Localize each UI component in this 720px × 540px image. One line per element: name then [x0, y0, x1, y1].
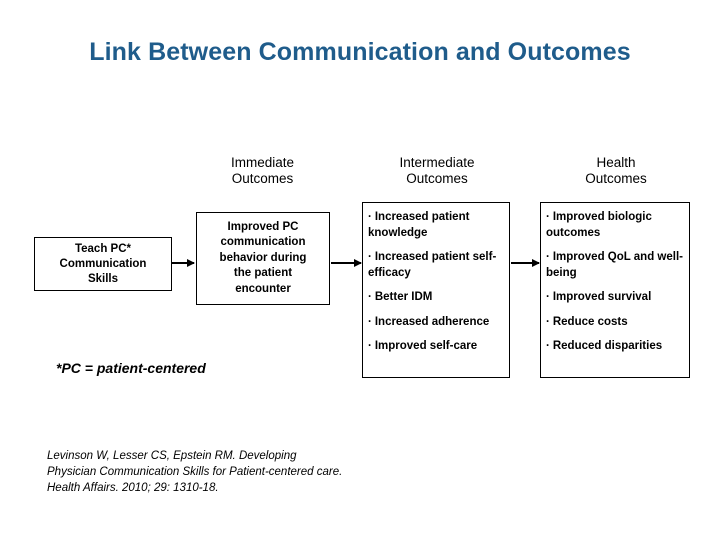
list-item: ·Improved survival — [546, 290, 689, 306]
bullet-dot-icon: · — [546, 340, 550, 352]
list-item-label: Improved QoL and well-being — [546, 251, 683, 279]
list-item: ·Improved biologic outcomes — [546, 210, 689, 241]
bullet-dot-icon: · — [368, 211, 372, 223]
bullet-dot-icon: · — [368, 251, 372, 263]
bullet-dot-icon: · — [546, 291, 550, 303]
list-item-label: Improved self-care — [374, 340, 478, 352]
bullet-dot-icon: · — [546, 315, 550, 328]
list-item-label: Reduce costs — [552, 315, 628, 328]
bullet-dot-icon: · — [368, 291, 372, 303]
arrow-right-icon-intermediate-to-health — [511, 258, 540, 267]
bullet-dot-icon: · — [546, 251, 550, 263]
list-item: ·Better IDM — [368, 290, 509, 306]
bullet-dot-icon: · — [368, 340, 372, 352]
column-header-intermediate-outcomes: Intermediate Outcomes — [399, 155, 475, 186]
page-title: Link Between Communication and Outcomes — [89, 38, 631, 66]
list-item-label: Increased patient self-efficacy — [368, 251, 497, 279]
arrow-right-icon-improved-to-intermediate — [331, 258, 362, 267]
list-item: ·Reduce costs — [546, 315, 689, 331]
list-item: ·Reduced disparities — [546, 339, 689, 355]
list-item-label: Increased adherence — [374, 315, 490, 328]
list-item: ·Increased adherence — [368, 315, 509, 331]
bullet-dot-icon: · — [546, 211, 550, 223]
column-header-immediate-outcomes: Immediate Outcomes — [230, 155, 295, 186]
list-item-label: Better IDM — [374, 291, 433, 303]
box-health-outcomes: ·Improved biologic outcomes ·Improved Qo… — [540, 202, 690, 378]
list-item-label: Improved survival — [552, 291, 652, 303]
column-header-health-outcomes: Health Outcomes — [585, 155, 647, 186]
footnote-pc-definition: *PC = patient-centered — [56, 360, 206, 376]
box-teach-text: Teach PC* Communication Skills — [59, 242, 147, 285]
box-teach-pc-communication-skills: Teach PC* Communication Skills — [34, 237, 172, 291]
box-improved-text: Improved PC communication behavior durin… — [219, 220, 307, 295]
list-item: ·Improved self-care — [368, 339, 509, 355]
citation-reference: Levinson W, Lesser CS, Epstein RM. Devel… — [47, 450, 343, 494]
list-item-label: Reduced disparities — [552, 340, 663, 352]
list-item: ·Improved QoL and well-being — [546, 250, 689, 281]
list-item-label: Improved biologic outcomes — [546, 211, 652, 239]
box-improved-pc-communication-behavior: Improved PC communication behavior durin… — [196, 212, 330, 305]
list-item-label: Increased patient knowledge — [368, 211, 470, 239]
arrow-right-icon-teach-to-improved — [172, 258, 195, 267]
list-item: ·Increased patient self-efficacy — [368, 250, 509, 281]
list-item: ·Increased patient knowledge — [368, 210, 509, 241]
box-intermediate-outcomes: ·Increased patient knowledge ·Increased … — [362, 202, 510, 378]
bullet-dot-icon: · — [368, 315, 372, 328]
